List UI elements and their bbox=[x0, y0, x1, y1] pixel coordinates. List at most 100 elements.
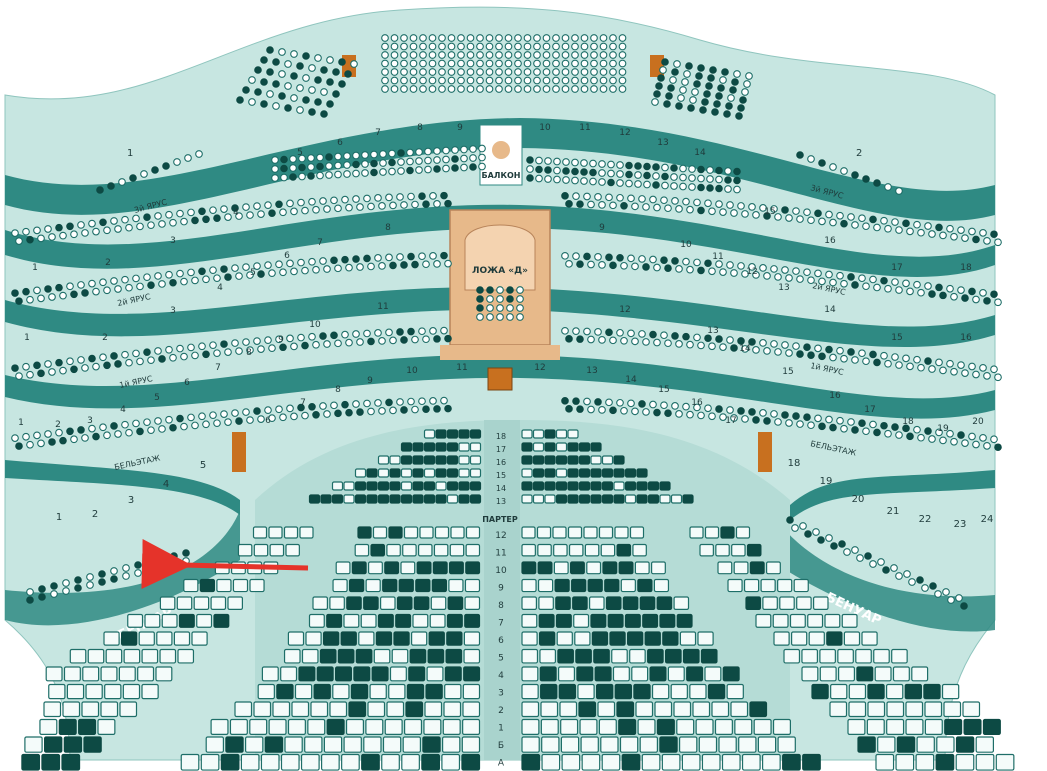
seat[interactable] bbox=[132, 349, 140, 358]
parterre-seat[interactable] bbox=[553, 561, 569, 575]
seat[interactable] bbox=[433, 260, 441, 268]
parterre-seat[interactable] bbox=[137, 666, 155, 682]
parterre-seat[interactable] bbox=[283, 648, 301, 664]
seat[interactable] bbox=[180, 217, 188, 226]
seat[interactable] bbox=[345, 338, 353, 347]
seat[interactable] bbox=[374, 194, 382, 202]
seat[interactable] bbox=[697, 341, 705, 350]
parterre-seat[interactable] bbox=[577, 683, 595, 700]
parterre-seat[interactable] bbox=[401, 753, 420, 771]
parterre-seat[interactable] bbox=[104, 683, 122, 700]
seat[interactable] bbox=[869, 420, 877, 429]
seat[interactable] bbox=[356, 203, 364, 211]
seat[interactable] bbox=[727, 94, 735, 102]
parterre-seat[interactable] bbox=[442, 718, 461, 735]
seat[interactable] bbox=[495, 76, 503, 85]
seat[interactable] bbox=[485, 76, 494, 85]
parterre-seat[interactable] bbox=[463, 631, 481, 646]
parterre-seat[interactable] bbox=[559, 701, 578, 718]
seat[interactable] bbox=[917, 288, 925, 297]
parterre-seat[interactable] bbox=[635, 701, 654, 718]
seat[interactable] bbox=[994, 238, 1002, 247]
seat[interactable] bbox=[334, 339, 342, 348]
parterre-seat[interactable] bbox=[613, 481, 625, 491]
parterre-seat[interactable] bbox=[144, 613, 161, 628]
seat[interactable] bbox=[504, 59, 513, 68]
seat[interactable] bbox=[390, 42, 399, 51]
seat[interactable] bbox=[77, 221, 85, 229]
seat[interactable] bbox=[533, 59, 541, 68]
seat[interactable] bbox=[939, 436, 947, 445]
seat[interactable] bbox=[275, 335, 283, 344]
seat[interactable] bbox=[419, 76, 427, 85]
seat[interactable] bbox=[561, 326, 569, 335]
seat[interactable] bbox=[552, 76, 560, 85]
parterre-seat[interactable] bbox=[465, 526, 481, 539]
seat[interactable] bbox=[660, 401, 668, 410]
seat[interactable] bbox=[187, 268, 195, 277]
parterre-seat[interactable] bbox=[426, 666, 444, 682]
parterre-seat[interactable] bbox=[793, 578, 809, 593]
seat[interactable] bbox=[334, 161, 342, 170]
seat[interactable] bbox=[571, 42, 579, 51]
seat[interactable] bbox=[122, 564, 130, 572]
parterre-seat[interactable] bbox=[556, 631, 573, 646]
seat[interactable] bbox=[147, 356, 155, 365]
seat[interactable] bbox=[180, 277, 188, 286]
seat[interactable] bbox=[552, 51, 560, 59]
seat[interactable] bbox=[438, 68, 446, 76]
seat[interactable] bbox=[843, 548, 851, 556]
seat[interactable] bbox=[542, 68, 551, 76]
parterre-seat[interactable] bbox=[173, 631, 191, 646]
seat[interactable] bbox=[77, 281, 85, 289]
parterre-seat[interactable] bbox=[300, 753, 320, 771]
parterre-seat[interactable] bbox=[464, 596, 481, 610]
seat[interactable] bbox=[552, 34, 560, 42]
seat[interactable] bbox=[286, 404, 294, 413]
seat[interactable] bbox=[946, 429, 954, 438]
seat[interactable] bbox=[44, 360, 52, 368]
seat[interactable] bbox=[242, 263, 250, 271]
seat[interactable] bbox=[763, 347, 771, 355]
parterre-seat[interactable] bbox=[343, 481, 355, 491]
seat[interactable] bbox=[476, 76, 484, 85]
parterre-seat[interactable] bbox=[726, 683, 744, 700]
seat[interactable] bbox=[37, 294, 45, 303]
seat[interactable] bbox=[235, 347, 243, 355]
parterre-seat[interactable] bbox=[424, 701, 443, 718]
parterre-seat[interactable] bbox=[698, 736, 718, 753]
seat[interactable] bbox=[599, 34, 608, 42]
seat[interactable] bbox=[400, 42, 408, 51]
parterre-seat[interactable] bbox=[403, 526, 419, 539]
seat[interactable] bbox=[22, 432, 30, 441]
parterre-seat[interactable] bbox=[537, 543, 552, 557]
seat[interactable] bbox=[924, 282, 932, 290]
seat[interactable] bbox=[121, 350, 129, 359]
parterre-seat[interactable] bbox=[252, 526, 268, 539]
parterre-seat[interactable] bbox=[449, 543, 465, 557]
parterre-seat[interactable] bbox=[553, 543, 568, 557]
seat[interactable] bbox=[165, 345, 173, 354]
parterre-seat[interactable] bbox=[734, 718, 753, 735]
seat[interactable] bbox=[460, 154, 468, 163]
seat[interactable] bbox=[807, 155, 815, 163]
seat[interactable] bbox=[15, 237, 23, 245]
seat[interactable] bbox=[856, 554, 864, 562]
seat[interactable] bbox=[290, 50, 298, 58]
seat[interactable] bbox=[552, 68, 560, 76]
parterre-seat[interactable] bbox=[538, 596, 554, 610]
seat[interactable] bbox=[429, 327, 437, 335]
seat[interactable] bbox=[675, 340, 683, 348]
seat[interactable] bbox=[147, 221, 155, 230]
seat[interactable] bbox=[631, 407, 639, 416]
parterre-seat[interactable] bbox=[670, 494, 683, 504]
parterre-seat[interactable] bbox=[641, 753, 661, 771]
parterre-seat[interactable] bbox=[180, 753, 200, 771]
parterre-seat[interactable] bbox=[654, 701, 673, 718]
parterre-seat[interactable] bbox=[753, 718, 772, 735]
parterre-seat[interactable] bbox=[400, 561, 416, 575]
seat[interactable] bbox=[759, 409, 767, 417]
seat[interactable] bbox=[675, 265, 683, 273]
seat[interactable] bbox=[946, 284, 954, 293]
parterre-seat[interactable] bbox=[305, 631, 322, 646]
